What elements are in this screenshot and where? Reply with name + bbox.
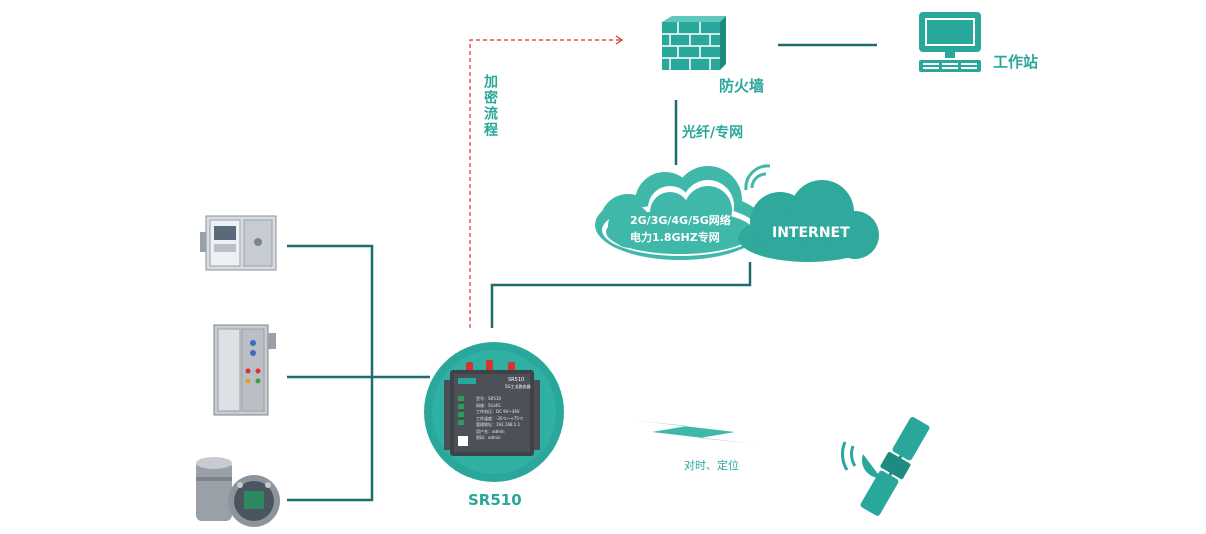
device-spec-line: 工作电压：DC 9V~36V	[476, 409, 520, 414]
lightning-icon	[632, 420, 755, 444]
switch-cabinet-icon	[213, 324, 276, 416]
timing-label: 对时、定位	[684, 459, 739, 472]
outdoor-cabinet-icon	[200, 215, 277, 271]
device-panel-subtitle: 5G工业路由器	[505, 384, 531, 389]
device-spec-line: 型号：SR510	[476, 396, 501, 401]
device-spec-line: 网络：5G/4G	[476, 402, 501, 408]
cloud-network-line2: 电力1.8GHZ专网	[630, 231, 720, 244]
wifi-signal-icon	[744, 164, 771, 191]
router-device-icon	[424, 342, 564, 482]
fiber-label: 光纤/专网	[682, 125, 744, 141]
encrypt-label: 加密流程	[482, 74, 498, 138]
meter-device-icon	[196, 457, 280, 527]
workstation-icon	[919, 12, 981, 72]
satellite-icon	[840, 416, 930, 516]
firewall-label: 防火墙	[719, 77, 765, 95]
device-spec-line: 工作温度：-35℃~+75℃	[476, 415, 524, 421]
internet-label: INTERNET	[772, 225, 850, 241]
device-spec-line: 管理地址：192.168.1.1	[476, 422, 521, 427]
device-panel-title: SR510	[508, 377, 525, 383]
cloud-icon	[595, 164, 879, 262]
device-panel-specs: 型号：SR510 网络：5G/4G 工作电压：DC 9V~36V 工作温度：-3…	[476, 396, 523, 442]
workstation-label: 工作站	[993, 53, 1039, 71]
device-label: SR510	[468, 491, 522, 509]
firewall-icon	[662, 16, 726, 70]
device-spec-line: 用户名：admin	[476, 428, 505, 434]
cloud-network-line1: 2G/3G/4G/5G网络	[630, 214, 731, 227]
device-spec-line: 密码：admin	[476, 435, 501, 440]
